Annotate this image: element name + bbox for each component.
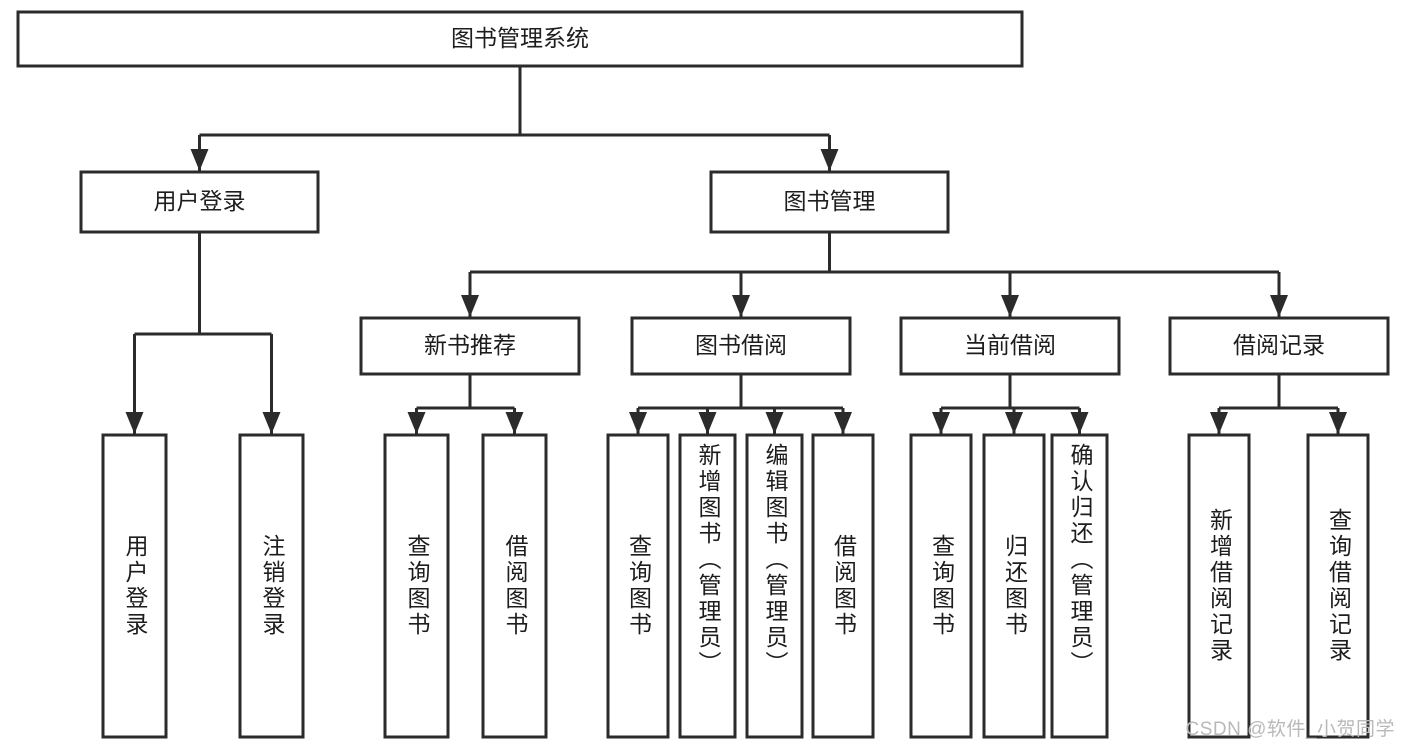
node-box-leaf-logout[interactable] <box>238 433 305 739</box>
node-box-leaf-borrow-book-recommend[interactable] <box>481 433 548 739</box>
node-label-book-management: 图书管理 <box>784 188 876 214</box>
node-box-leaf-confirm-return-admin[interactable] <box>1050 433 1109 739</box>
node-box-leaf-query-book-borrow[interactable] <box>606 433 670 739</box>
node-box-root[interactable] <box>16 10 1024 68</box>
node-box-current-borrow[interactable] <box>899 316 1121 376</box>
node-box-leaf-query-book-current[interactable] <box>909 433 973 739</box>
node-box-leaf-edit-book-admin[interactable] <box>745 433 804 739</box>
node-label-user-login: 用户登录 <box>154 188 246 214</box>
node-label-root: 图书管理系统 <box>451 25 589 51</box>
arrow-head-icon <box>461 295 479 317</box>
node-box-book-management[interactable] <box>709 170 950 234</box>
arrow-head-icon <box>765 412 784 434</box>
node-box-leaf-return-book[interactable] <box>982 433 1046 739</box>
arrow-head-icon <box>1210 412 1228 434</box>
node-label-new-book-recommend: 新书推荐 <box>424 332 516 358</box>
node-box-borrow-record[interactable] <box>1168 316 1390 376</box>
node-box-layer <box>16 10 1390 739</box>
connector-layer <box>125 66 1347 434</box>
node-box-user-login[interactable] <box>79 170 320 234</box>
arrow-head-icon <box>262 412 281 434</box>
arrow-head-icon <box>820 149 839 171</box>
arrow-head-icon <box>1329 412 1347 434</box>
arrow-head-icon <box>125 412 144 434</box>
arrow-head-icon <box>407 412 426 434</box>
arrow-head-icon <box>932 412 950 434</box>
arrow-head-icon <box>1005 412 1023 434</box>
arrow-head-icon <box>1001 295 1019 317</box>
arrow-head-icon <box>505 412 524 434</box>
node-box-leaf-query-borrow-record[interactable] <box>1306 433 1370 739</box>
arrow-head-icon <box>834 412 852 434</box>
node-label-borrow-record: 借阅记录 <box>1233 332 1325 358</box>
node-box-leaf-add-borrow-record[interactable] <box>1187 433 1251 739</box>
arrow-head-icon <box>629 412 647 434</box>
arrow-head-icon <box>1270 295 1288 317</box>
node-box-leaf-add-book-admin[interactable] <box>678 433 737 739</box>
arrow-head-icon <box>1070 412 1089 434</box>
arrow-head-icon <box>698 412 717 434</box>
watermark-text: CSDN @软件_小贺同学 <box>1185 719 1395 740</box>
node-box-new-book-recommend[interactable] <box>359 316 581 376</box>
node-label-current-borrow: 当前借阅 <box>964 332 1056 358</box>
arrow-head-icon <box>732 295 750 317</box>
node-label-book-borrow: 图书借阅 <box>695 332 787 358</box>
arrow-head-icon <box>190 149 209 171</box>
node-box-leaf-query-book-recommend[interactable] <box>383 433 450 739</box>
node-box-book-borrow[interactable] <box>630 316 852 376</box>
node-box-leaf-borrow-book[interactable] <box>811 433 875 739</box>
node-box-leaf-user-login[interactable] <box>101 433 168 739</box>
